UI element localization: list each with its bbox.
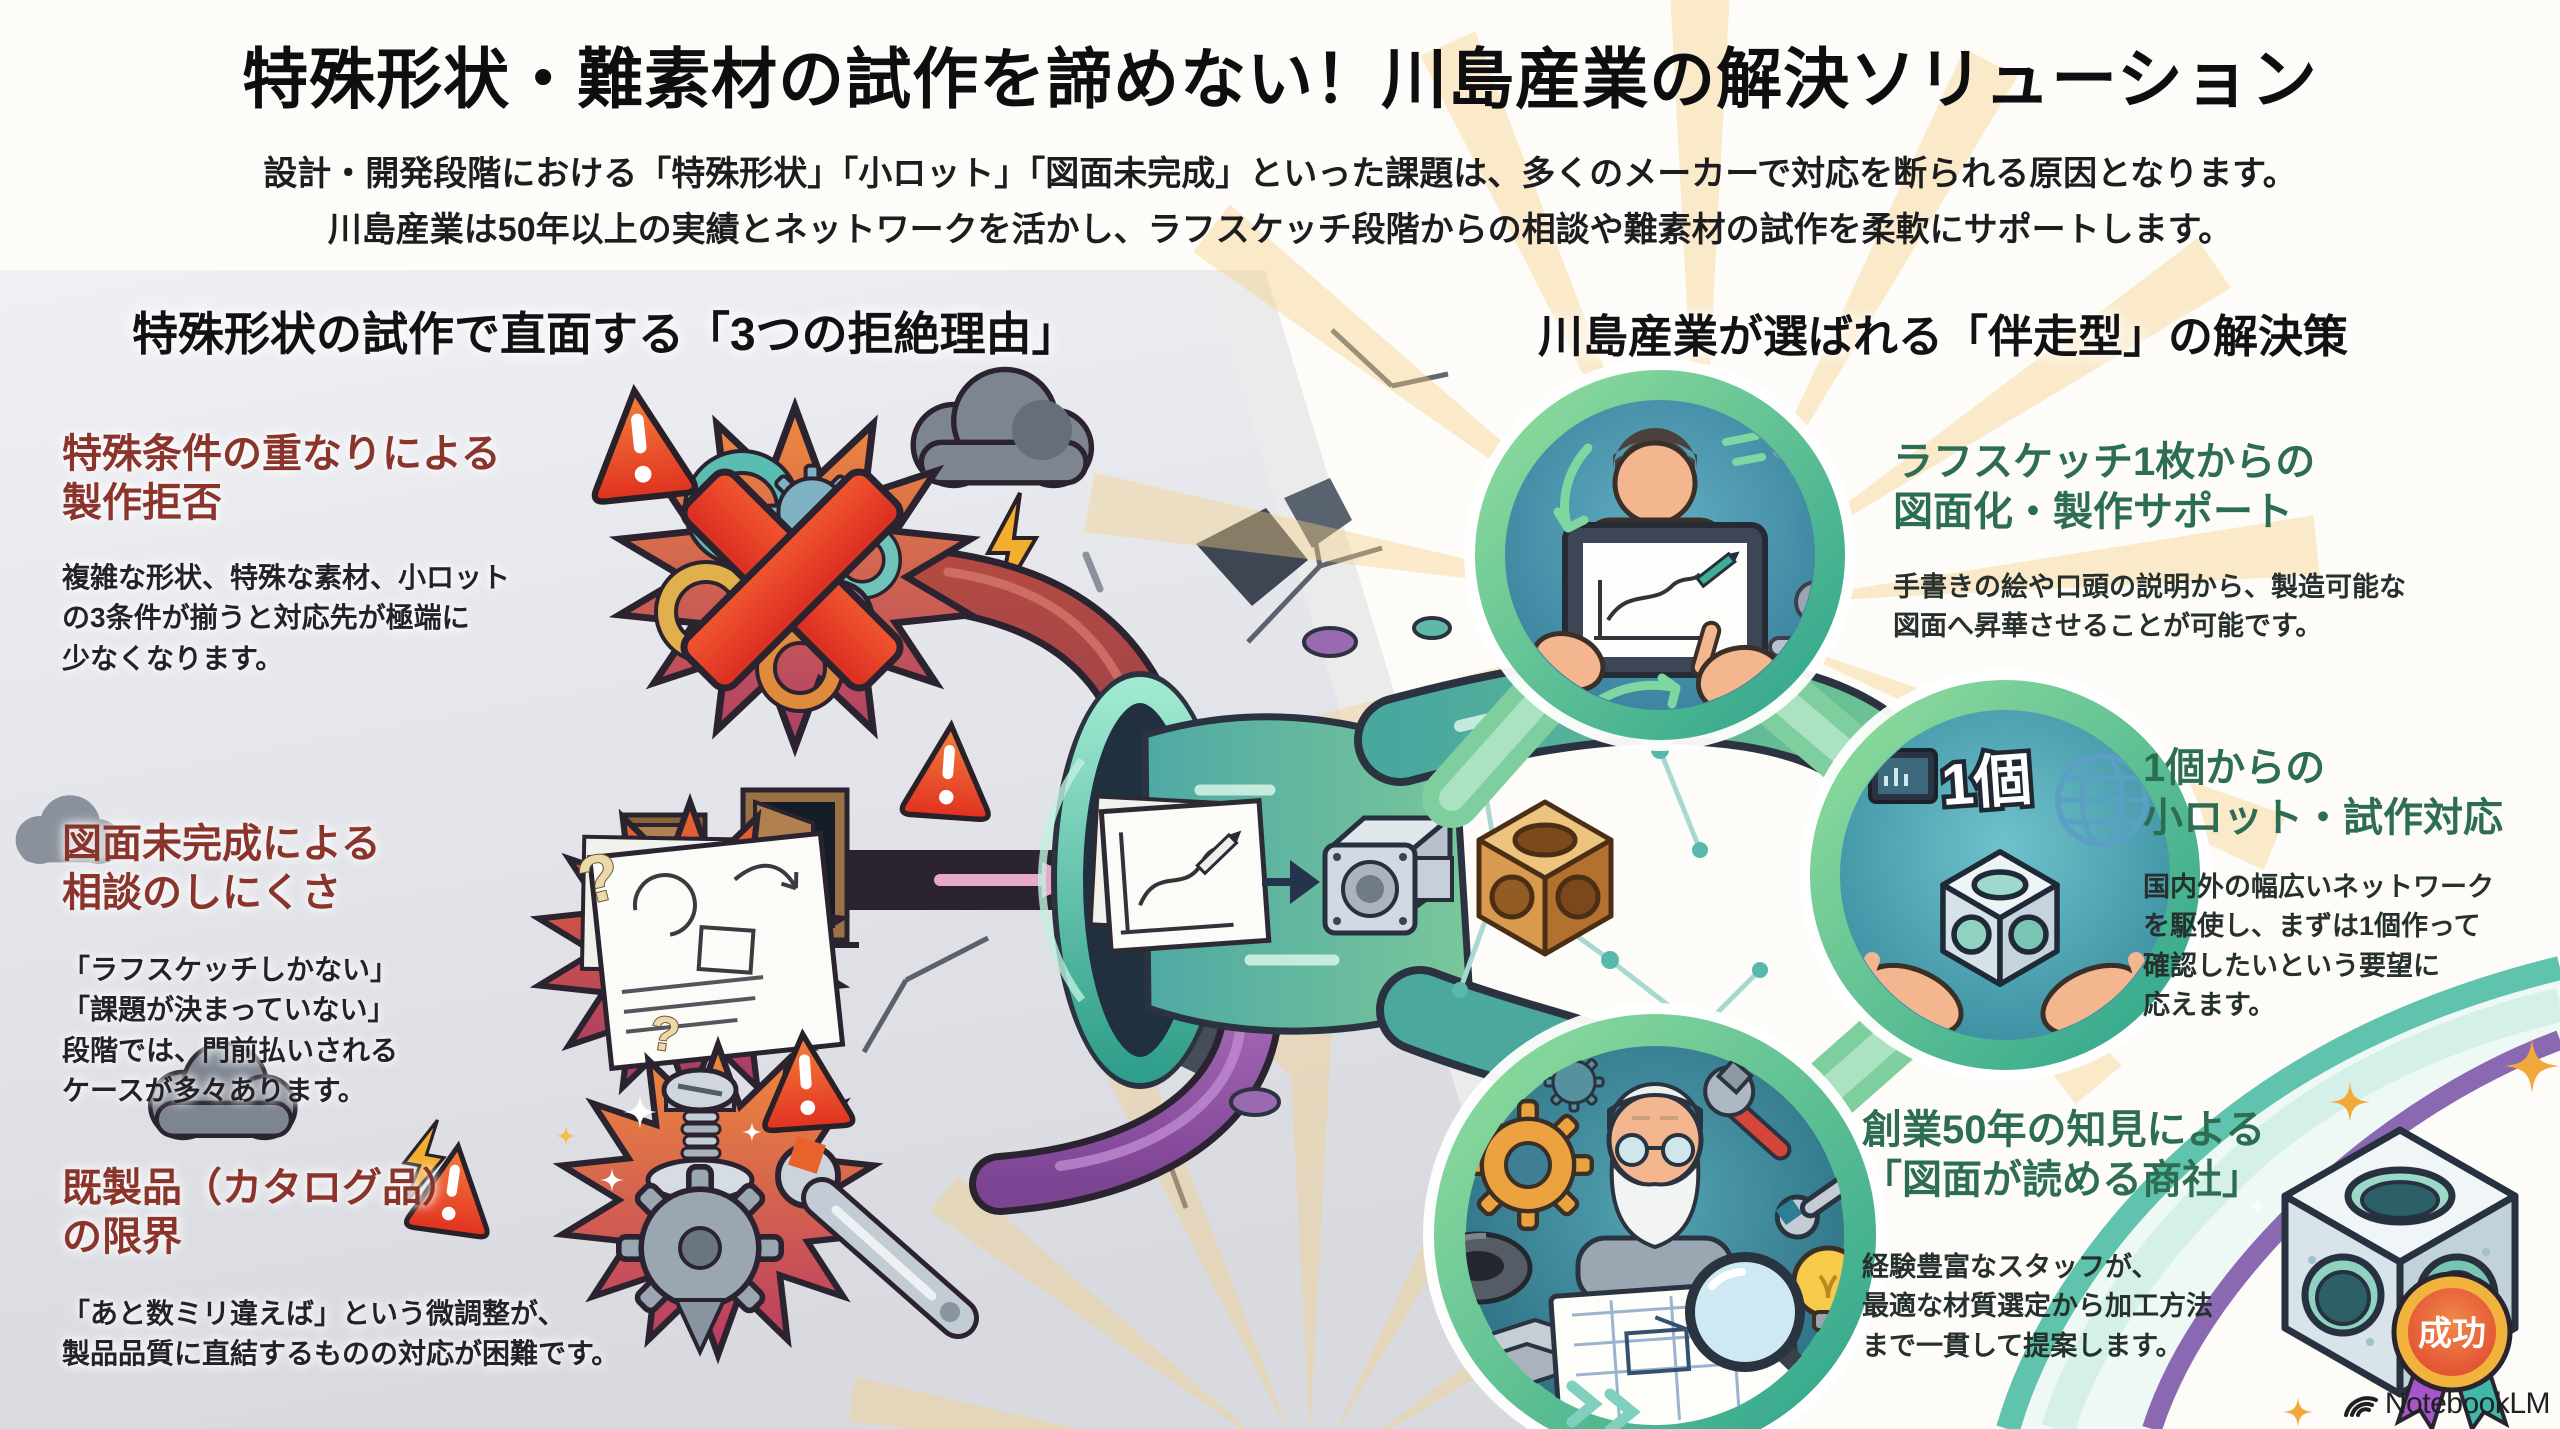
subtitle-line2: 川島産業は50年以上の実績とネットワークを活かし、ラフスケッチ段階からの相談や難… (327, 211, 2233, 249)
transform-arrow-icon (1262, 860, 1320, 904)
success-badge-label: 成功 (2418, 1315, 2486, 1353)
sketch-paper-icon (1088, 794, 1272, 955)
screw-bolt-icon (619, 1067, 781, 1357)
wrench-icon (1774, 1161, 1845, 1240)
subtitle-line1: 設計・開発段階における「特殊形状」「小ロット」「図面未完成」といった課題は、多く… (263, 155, 2297, 193)
problems-section-title: 特殊形状の試作で直面する「3つの拒絶理由」 (132, 308, 1078, 360)
page-title: 特殊形状・難素材の試作を諦めない！川島産業の解決ソリューション (242, 42, 2318, 116)
solution-1-heading: ラフスケッチ1枚からの 図面化・製作サポート (1893, 440, 2316, 534)
pipe-wrench-icon (1703, 1057, 1792, 1161)
success-badge: 成功 (2391, 1271, 2513, 1429)
notebooklm-watermark: NotebookLM (2342, 1387, 2551, 1421)
problem-2-heading: 図面未完成による 相談のしにくさ (62, 822, 381, 915)
solution-circle-small-lot: 1個 (1810, 680, 2200, 1070)
gear-tangle-burst (609, 397, 981, 757)
problem-1-heading: 特殊条件の重なりによる 製作拒否 (62, 432, 501, 525)
gold-cube-icon (1476, 799, 1614, 957)
problem-3-heading: 既製品（カタログ品） の限界 (62, 1166, 462, 1259)
problem-2-body: 「ラフスケッチしかない」 「課題が決まっていない」 段階では、門前払いされる ケ… (62, 954, 399, 1106)
sparkle-icon (2283, 1397, 2313, 1427)
solutions-section-title: 川島産業が選ばれる「伴走型」の解決策 (1538, 311, 2349, 362)
reject-x-icon (680, 468, 904, 692)
notebooklm-logo-icon (2343, 1396, 2378, 1417)
problem-3-body: 「あと数ミリ違えば」という微調整が、 製品品質に直結するものの対応が困難です。 (62, 1298, 620, 1370)
machined-part-icon (1322, 812, 1457, 936)
problem-1-body: 複雑な形状、特殊な素材、小ロット の3条件が揃うと対応先が極端に 少なくなります… (62, 562, 511, 674)
rubber-ring-icon (1465, 1231, 1533, 1305)
solution-circle-sketch-support (1475, 370, 1845, 740)
solution-2-heading: 1個からの 小ロット・試作対応 (2143, 746, 2503, 840)
green-arrow-icon (1553, 443, 1593, 533)
chevron-icon (1566, 1380, 1641, 1429)
solution-3-body: 経験豊富なスタッフが、 最適な材質選定から加工方法 まで一貫して提案します。 (1862, 1252, 2213, 1361)
misfit-part-burst (556, 1040, 979, 1360)
clear-cube-icon (1940, 848, 2060, 988)
person-avatar (1612, 440, 1698, 526)
solution-circle-expert (1434, 1014, 1876, 1429)
wrench-icon (775, 1136, 979, 1339)
one-piece-label: 1個 (1939, 747, 2034, 818)
sketch-to-part-flow (1088, 794, 1457, 955)
solution-2-body: 国内外の幅広いネットワーク を駆使し、まずは1個作って 確認したいという要望に … (2143, 872, 2494, 1021)
rough-sketch-burst: ? ? (532, 796, 848, 1108)
solution-1-body: 手書きの絵や口頭の説明から、製造可能な 図面へ昇華させることが可能です。 (1893, 572, 2406, 642)
monitor-icon (1868, 748, 1938, 804)
globe-icon (2055, 753, 2149, 847)
solution-3-heading: 創業50年の知見による 「図面が読める商社」 (1862, 1108, 2266, 1202)
crumpled-paper-icon (579, 830, 846, 1072)
notebooklm-logo-text: NotebookLM (2384, 1387, 2551, 1420)
